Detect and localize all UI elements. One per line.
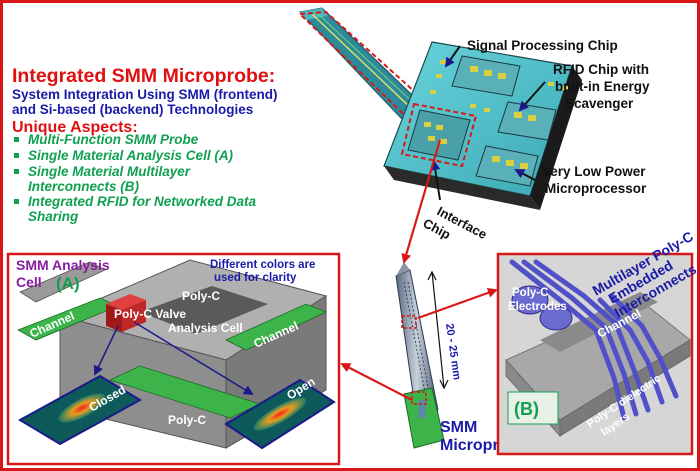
aspect-3-line1: Single Material Multilayer — [28, 164, 191, 179]
probe-highlight-a — [411, 391, 427, 405]
rfid-chip — [497, 101, 557, 141]
label-rfid-line2: built-in Energy — [555, 79, 650, 94]
subtitle-line1: System Integration Using SMM (frontend) — [12, 87, 278, 102]
label-micro-line2: Microprocessor — [545, 181, 647, 196]
title-block: Integrated SMM Microprobe: System Integr… — [12, 65, 278, 224]
panel-b-electrodes-line2: Electrodes — [508, 301, 567, 313]
chip-assembly — [297, 7, 582, 210]
panel-b-tag: (B) — [514, 399, 539, 419]
probe-name-line1: SMM — [440, 419, 477, 436]
chip-pads — [430, 60, 568, 112]
interface-chip — [407, 109, 471, 161]
chip-right-side — [530, 66, 582, 210]
main-title: Integrated SMM Microprobe: — [12, 65, 275, 87]
panel-a-cell-recess — [140, 286, 268, 334]
arrow-probe-to-panel-b — [417, 287, 498, 320]
probe-highlight-b — [401, 315, 417, 329]
open-inset — [224, 378, 336, 450]
aspect-2: Single Material Analysis Cell (A) — [28, 148, 234, 163]
label-signal-chip: Signal Processing Chip — [467, 38, 618, 53]
panel-a-analysis-label: Analysis Cell — [168, 321, 243, 335]
panel-a-pointer-closed — [93, 325, 119, 376]
label-rfid-line3: Scavenger — [565, 96, 634, 111]
panel-b-electrode-1 — [511, 285, 549, 315]
panel-b-tag-box — [507, 391, 559, 425]
closed-flow-blob — [58, 393, 106, 423]
panel-a-note-line1: Different colors are — [210, 259, 315, 271]
arrow-chip-to-probe — [401, 139, 442, 264]
callout-micro-arrow — [514, 169, 536, 181]
aspect-1: Multi-Function SMM Probe — [28, 132, 199, 147]
probe-tip — [396, 262, 410, 276]
label-rfid-line1: RFID Chip with — [553, 62, 649, 77]
center-probe — [395, 262, 449, 449]
aspect-3-line2: Interconnects (B) — [28, 179, 140, 194]
chip-front-side — [384, 166, 540, 210]
panel-a-valve-label: Poly-C Valve — [114, 307, 186, 321]
panel-a-pointer-open — [133, 321, 254, 396]
panel-a-green-channel-right — [225, 303, 327, 351]
open-flow-blob — [253, 397, 307, 431]
unique-heading: Unique Aspects: — [12, 119, 138, 136]
panel-a-polyc-bottom: Poly-C — [168, 413, 206, 427]
arrow-probe-to-panel-a — [340, 363, 413, 401]
panel-a-back-rail — [19, 261, 106, 303]
panel-a-note-line2: used for clarity — [214, 272, 297, 284]
interface-highlight-dashed — [400, 102, 478, 168]
bullet-3 — [14, 169, 19, 174]
panel-a-valve-side — [122, 300, 146, 332]
panel-a-valve-front — [106, 304, 122, 332]
panel-a-polyc-top: Poly-C — [182, 289, 220, 303]
panel-b-electrodes-line1: Poly-C — [512, 287, 548, 299]
bullet-4 — [14, 199, 19, 204]
callout-interface-arrow — [430, 160, 441, 201]
subtitle-line2: and Si-based (backend) Technologies — [12, 102, 253, 117]
closed-inset — [17, 374, 143, 446]
callout-rfid-arrow — [518, 81, 546, 112]
callout-signal-arrow — [444, 45, 461, 68]
panel-a-title-line2: Cell — [16, 274, 42, 290]
probe-body — [395, 269, 439, 415]
connector-arrows — [340, 139, 498, 401]
label-micro-line1: Very Low Power — [542, 164, 646, 179]
panel-b-layer-side — [559, 339, 691, 437]
panel-a: SMM Analysis Cell (A) Different colors a… — [6, 252, 341, 466]
panel-a-tag: (A) — [56, 274, 80, 293]
panel-b: Multilayer Poly-C Embedded Interconnects… — [496, 228, 699, 456]
panel-a-valve-top — [106, 294, 146, 310]
panel-b-electrode-2 — [539, 305, 573, 331]
aspect-4-line1: Integrated RFID for Networked Data — [28, 194, 257, 209]
panel-b-interconnects — [509, 259, 679, 421]
bullet-1 — [14, 137, 19, 142]
aspect-4-line2: Sharing — [28, 209, 79, 224]
panel-a-title-line1: SMM Analysis — [16, 257, 110, 273]
probe-length-label: 20 - 25 mm — [443, 323, 463, 381]
probe-length-line — [431, 271, 445, 389]
bullet-2 — [14, 153, 19, 158]
